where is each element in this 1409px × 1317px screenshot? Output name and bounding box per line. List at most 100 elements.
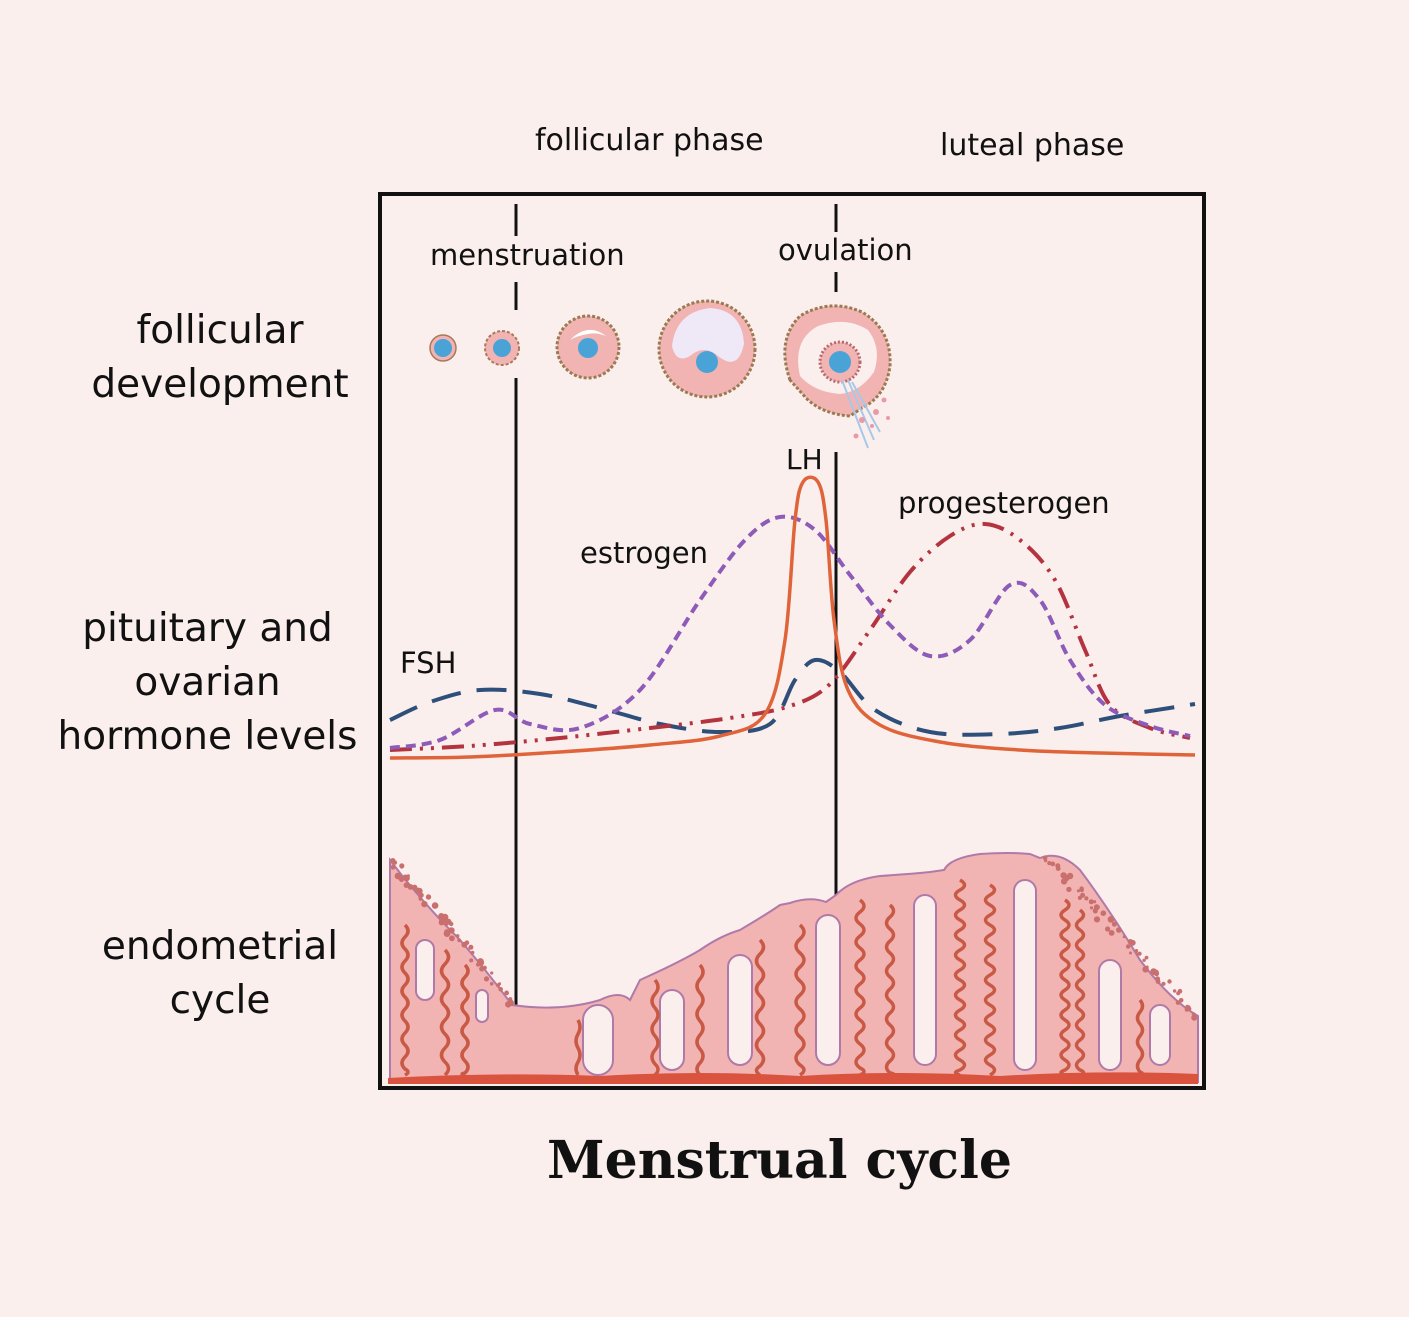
shedding-speckle <box>1167 979 1172 984</box>
diagram-frame <box>378 192 1206 1090</box>
endometrial-gland <box>754 938 766 1077</box>
hormone-levels-line1: pituitary and <box>82 606 333 651</box>
shedding-speckle <box>1161 981 1166 986</box>
endometrial-gland <box>854 898 866 1077</box>
shedding-speckle <box>1107 916 1115 923</box>
shedding-speckle <box>1116 927 1122 933</box>
shedding-speckle <box>416 887 423 895</box>
shedding-speckle <box>1191 1014 1198 1021</box>
shedding-speckle <box>469 958 474 963</box>
endometrial-gland <box>574 1019 582 1076</box>
shedding-speckle <box>439 917 445 924</box>
shedding-speckle <box>400 864 404 869</box>
shedding-speckle <box>406 874 410 878</box>
endometrial-cycle-label: endometrial cycle <box>70 920 370 1028</box>
shedding-speckle <box>483 976 490 982</box>
shedding-speckle <box>1178 998 1184 1003</box>
follicular-phase-label: follicular phase <box>535 123 764 158</box>
basal-layer <box>388 1072 1198 1084</box>
shedding-speckle <box>399 878 404 882</box>
endometrial-gland <box>983 883 997 1077</box>
shedding-speckle <box>1047 861 1052 866</box>
shedding-speckle <box>1155 979 1161 984</box>
endometrial-gland <box>1074 908 1086 1077</box>
shedding-speckle <box>1050 861 1056 867</box>
shedding-speckle <box>1176 991 1181 996</box>
shedding-speckle <box>1111 921 1117 927</box>
luteal-phase-label: luteal phase <box>940 128 1125 163</box>
shedding-speckle <box>1122 935 1126 939</box>
follicle-ovulating <box>783 304 892 449</box>
shedding-speckle <box>1144 955 1149 960</box>
shedding-speckle <box>448 921 453 926</box>
gland-cavity <box>1098 959 1122 1071</box>
endometrial-gland <box>460 963 470 1077</box>
shedding-speckle <box>402 874 408 880</box>
follicular-development-line2: development <box>91 362 349 407</box>
shedding-speckle <box>1100 910 1107 916</box>
shedding-speckle <box>443 930 451 937</box>
shedding-speckle <box>1092 908 1098 914</box>
diagram-title: Menstrual cycle <box>547 1130 1012 1191</box>
lh-label: LH <box>786 443 823 476</box>
shedding-speckle <box>1093 916 1101 923</box>
follicle-primordial <box>429 334 457 362</box>
gland-cavity <box>415 939 435 1001</box>
gland-cavity <box>815 914 841 1066</box>
ovulation-label: ovulation <box>778 233 913 267</box>
endometrial-gland <box>794 923 806 1077</box>
follicle-secondary <box>555 314 621 380</box>
follicular-development-line1: follicular <box>136 308 304 353</box>
hormone-levels-line2: ovarian <box>134 660 281 705</box>
gland-cavity <box>727 954 753 1066</box>
shedding-speckle <box>390 864 396 870</box>
hormone-levels-label: pituitary and ovarian hormone levels <box>40 602 375 764</box>
shedding-speckle <box>498 982 502 986</box>
shedding-speckle <box>504 990 509 996</box>
progesterogen-curve <box>389 521 1191 752</box>
follicle-primary <box>484 330 520 366</box>
shedding-speckle <box>403 882 410 888</box>
progesterogen-label: progesterogen <box>898 486 1110 520</box>
endometrial-cycle-line1: endometrial <box>101 924 339 969</box>
gland-cavity <box>582 1004 614 1076</box>
endometrial-gland <box>1135 998 1145 1077</box>
shedding-speckle <box>1066 872 1074 880</box>
shedding-speckle <box>1142 958 1146 962</box>
shedding-speckle <box>1089 906 1094 910</box>
shedding-speckle <box>457 938 462 943</box>
gland-cavity <box>1149 1004 1171 1066</box>
endometrial-cycle-line2: cycle <box>169 978 271 1023</box>
estrogen-label: estrogen <box>580 536 708 570</box>
shedding-speckle <box>1088 899 1094 905</box>
shedding-speckle <box>1079 887 1085 893</box>
fsh-curve <box>389 657 1196 737</box>
endometrial-gland <box>884 903 896 1077</box>
shedding-speckle <box>390 858 396 864</box>
endometrium-layer <box>388 852 1199 1084</box>
lh-curve <box>389 475 1196 760</box>
shedding-speckle <box>498 987 504 992</box>
endometrial-gland <box>953 878 967 1077</box>
shedding-speckle <box>1129 951 1132 955</box>
shedding-speckle <box>1185 1004 1190 1009</box>
endometrial-gland <box>439 948 451 1077</box>
shedding-speckle <box>1084 896 1089 901</box>
follicular-development-label: follicular development <box>70 304 370 412</box>
gland-cavity <box>1013 879 1037 1071</box>
shedding-speckle <box>394 872 402 880</box>
shedding-speckle <box>1172 989 1177 993</box>
gland-cavity <box>475 989 489 1023</box>
shedding-speckle <box>464 940 470 945</box>
shedding-speckle <box>1055 866 1061 871</box>
shedding-speckle <box>1066 886 1072 893</box>
gland-cavity <box>659 989 685 1071</box>
fsh-label: FSH <box>400 646 456 680</box>
shedding-speckle <box>1125 944 1131 949</box>
shedding-speckle <box>468 945 473 950</box>
gland-cavity <box>913 894 937 1066</box>
shedding-speckle <box>1043 858 1048 863</box>
endometrial-gland <box>1059 898 1071 1077</box>
hormone-levels-line3: hormone levels <box>57 714 358 759</box>
